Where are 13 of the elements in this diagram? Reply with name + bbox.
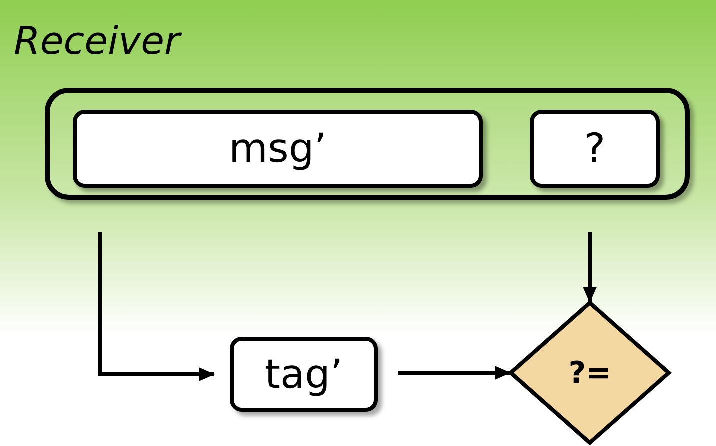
arrow: [583, 232, 597, 303]
group-box: [45, 88, 690, 200]
arrow: [398, 366, 511, 380]
heading-text: Receiver: [14, 22, 180, 60]
process-box: [230, 337, 378, 412]
node-text: msg’: [229, 126, 327, 172]
arrow: [98, 232, 215, 382]
node-text: ?=: [568, 356, 612, 390]
process-box: [530, 110, 660, 188]
node-text: ?: [584, 126, 606, 172]
node-text: tag’: [264, 352, 344, 398]
decision-diamond: [508, 300, 672, 446]
process-box: [73, 110, 483, 188]
